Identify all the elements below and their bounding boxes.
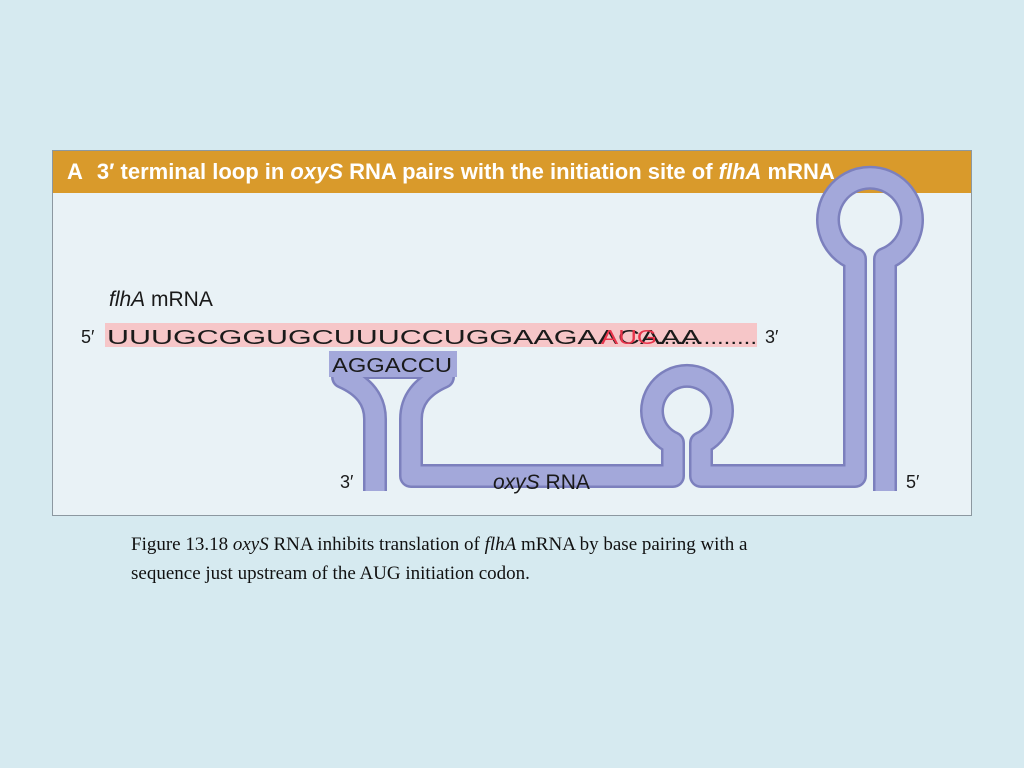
oxys-rna-label: oxyS RNA [493, 471, 590, 494]
rna-pairing-diagram: flhA mRNA 5′ UUUGCGGUGCUUUCCUGGAAGAACAAA… [81, 165, 924, 494]
mrna-sequence: UUUGCGGUGCUUUCCUGGAAGAACAAA [107, 327, 702, 349]
mrna-three-prime-label: 3′ [765, 327, 779, 347]
mrna-label-italic: flhA [109, 288, 145, 311]
mrna-sequence-text: UUUGCGGUGCUUUCCUGGAAGAACAAA [107, 327, 702, 349]
caption-italic-oxys: oxyS [232, 534, 269, 555]
mrna-dots: ............... [657, 327, 757, 349]
header-text-2: RNA pairs with the initiation site of [343, 159, 719, 184]
header-italic-flha: flhA [718, 159, 762, 184]
caption-figure-number: Figure 13.18 [131, 534, 233, 555]
mrna-label-rest: mRNA [145, 288, 213, 311]
caption-line-2: sequence just upstream of the AUG initia… [131, 563, 530, 584]
figure-caption: Figure 13.18 oxyS RNA inhibits translati… [131, 530, 931, 588]
oxys-three-prime-label: 3′ [340, 472, 354, 492]
header-text-3: mRNA [761, 159, 835, 184]
caption-text-2: mRNA by base pairing with a [516, 534, 748, 555]
caption-text-1: RNA inhibits translation of [268, 534, 485, 555]
panel-letter: A [67, 159, 83, 184]
mrna-five-prime-label: 5′ [81, 327, 95, 347]
header-italic-oxys: oxyS [290, 159, 344, 184]
paired-sequence: AGGACCU [332, 355, 452, 377]
paired-region-fill [329, 351, 457, 377]
panel-header: A 3′ terminal loop in oxyS RNA pairs with… [53, 151, 971, 193]
caption-line-1: Figure 13.18 oxyS RNA inhibits translati… [131, 530, 931, 559]
caption-italic-flha: flhA [484, 534, 517, 555]
start-codon: AUG [601, 327, 657, 349]
oxys-five-prime-label: 5′ [906, 472, 920, 492]
mrna-highlight-band [105, 323, 757, 347]
figure-panel: A 3′ terminal loop in oxyS RNA pairs with… [52, 150, 972, 516]
header-text-1: 3′ terminal loop in [96, 159, 291, 184]
oxys-label-rest: RNA [540, 471, 590, 494]
oxys-label-italic: oxyS [493, 471, 540, 494]
mrna-label: flhA mRNA [109, 288, 213, 311]
